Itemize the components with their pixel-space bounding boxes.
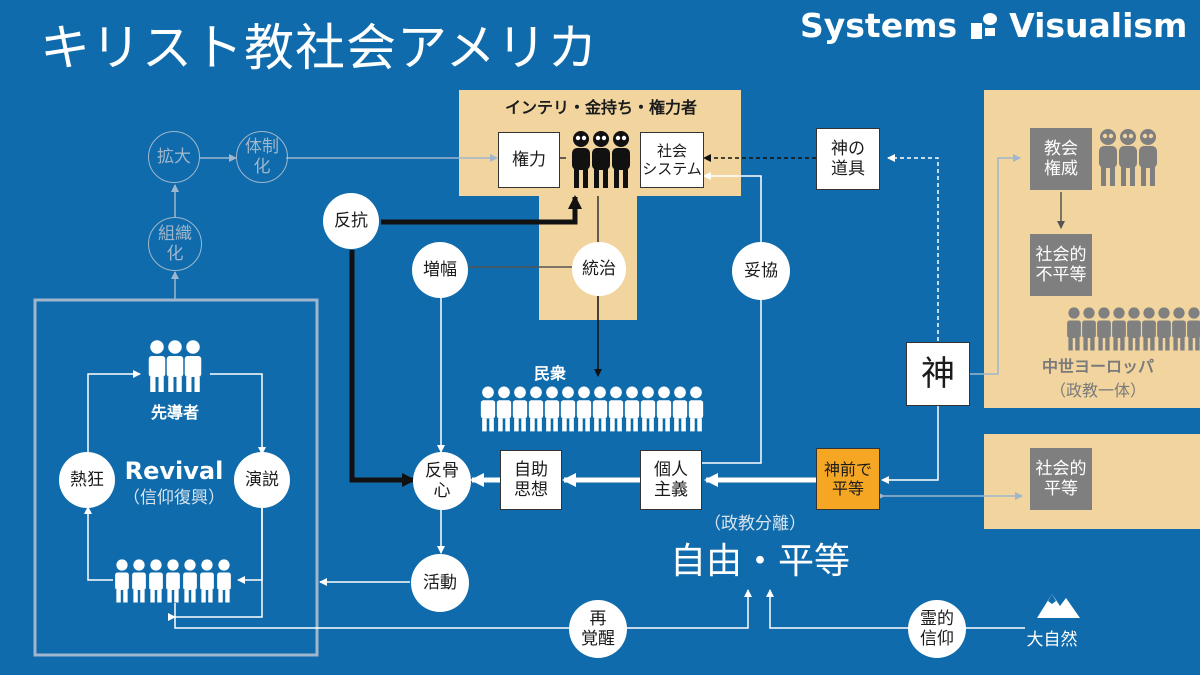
followers-people-icon [115, 559, 231, 603]
social-equality-box: 社会的 平等 [1030, 448, 1092, 510]
person-figure [480, 386, 496, 432]
zeal-node: 熱狂 [59, 452, 115, 508]
person-figure [688, 386, 704, 432]
person-figure [149, 559, 163, 603]
person-figure [544, 386, 560, 432]
elite-title: インテリ・金持ち・権力者 [504, 98, 697, 118]
person-figure [166, 559, 180, 603]
page-title: キリスト教社会アメリカ [40, 19, 599, 77]
individualism-box: 個人 主義 [640, 450, 702, 510]
person-figure [528, 386, 544, 432]
revival-frame [33, 298, 319, 657]
church-authority-box: 教会 権威 [1030, 128, 1092, 190]
person-figure [115, 559, 129, 603]
revival-title: Revival [124, 456, 224, 485]
brand-right: Visualism [1009, 6, 1188, 45]
brand-logo: Systems Visualism [800, 6, 1187, 45]
person-figure [496, 386, 512, 432]
power-box: 権力 [498, 132, 560, 188]
person-figure [217, 559, 231, 603]
public-label: 民衆 [533, 364, 566, 384]
inequality-box: 社会的 不平等 [1030, 234, 1092, 296]
medieval-sub: （政教一体） [1049, 381, 1146, 401]
person-figure [640, 386, 656, 432]
self-help-box: 自助 思想 [500, 450, 562, 510]
social-system-box: 社会 システム [640, 132, 704, 188]
medieval-name: 中世ヨーロッパ [1041, 357, 1154, 377]
amplify-node: 増幅 [412, 242, 468, 298]
spirit-node: 反骨 心 [413, 452, 471, 510]
god-box: 神 [906, 342, 970, 406]
public-crowd-icon [480, 386, 704, 432]
person-figure [132, 559, 146, 603]
activity-node: 活動 [411, 554, 469, 612]
brand-mark-icon [971, 12, 998, 39]
equal-before-god-box: 神前で 平等 [816, 448, 880, 510]
person-figure [608, 386, 624, 432]
god-tool-box: 神の 道具 [816, 128, 880, 190]
brand-left: Systems [800, 6, 958, 45]
person-figure [672, 386, 688, 432]
person-figure [200, 559, 214, 603]
person-figure [592, 386, 608, 432]
compromise-node: 妥協 [732, 242, 790, 300]
person-figure [656, 386, 672, 432]
speech-node: 演説 [234, 452, 290, 508]
freedom-equality-label: 自由・平等 [669, 541, 850, 583]
regime-node: 体制 化 [236, 131, 288, 183]
person-figure [560, 386, 576, 432]
organize-node: 組織 化 [148, 217, 202, 271]
separation-label: （政教分離） [704, 513, 806, 534]
govern-node: 統治 [572, 242, 626, 296]
person-figure [624, 386, 640, 432]
rebel-node: 反抗 [323, 193, 379, 249]
nature-label: 大自然 [1026, 629, 1078, 650]
person-figure [576, 386, 592, 432]
medieval-panel [984, 90, 1200, 408]
spiritual-faith-node: 霊的 信仰 [908, 600, 966, 658]
mountain-icon [1037, 594, 1080, 618]
reawaken-node: 再 覚醒 [569, 600, 627, 658]
person-figure [183, 559, 197, 603]
leader-label: 先導者 [150, 403, 199, 423]
equality-panel [984, 434, 1200, 529]
expand-node: 拡大 [148, 131, 200, 183]
leader-people-icon [148, 340, 202, 392]
person-figure [512, 386, 528, 432]
revival-subtitle: （信仰復興） [123, 487, 225, 508]
